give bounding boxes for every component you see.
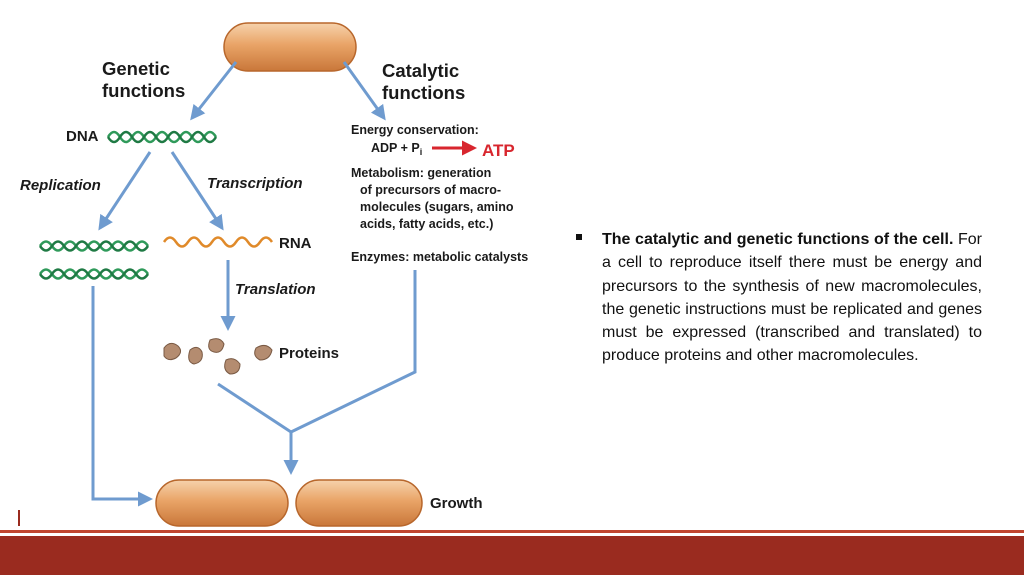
arrow-replication-to-growth <box>91 286 153 507</box>
description-body: For a cell to reproduce itself there mus… <box>602 231 982 365</box>
parent-cell <box>223 22 357 72</box>
arrow-catalytic-merge <box>290 270 417 434</box>
proteins-label: Proteins <box>279 345 339 362</box>
proteins-icon <box>163 338 273 375</box>
enzymes-label: Enzymes: metabolic catalysts <box>351 250 528 264</box>
growth-label: Growth <box>430 495 483 512</box>
footer-bar <box>0 536 1024 575</box>
dna-helix-icon <box>106 130 218 144</box>
catalytic-functions-label: Catalytic functions <box>382 60 465 103</box>
rna-label: RNA <box>279 235 312 252</box>
arrow-replication <box>98 151 152 231</box>
arrow-to-genetic <box>190 61 238 121</box>
arrow-transcription <box>170 151 224 231</box>
adp-pi-label: ADP + Pi <box>371 141 422 157</box>
translation-label: Translation <box>235 281 316 298</box>
metabolism-label: Metabolism: generation of precursors of … <box>351 166 517 231</box>
arrow-proteins-merge <box>217 382 292 434</box>
dna-label: DNA <box>66 128 99 145</box>
description-text: The catalytic and genetic functions of t… <box>578 228 982 368</box>
atp-label: ATP <box>482 141 515 160</box>
rna-strand-icon <box>162 236 274 248</box>
arrow-to-catalytic <box>342 61 386 121</box>
daughter-cell-left <box>155 479 289 527</box>
daughter-cell-right <box>295 479 423 527</box>
transcription-label: Transcription <box>207 175 303 192</box>
replicated-dna-icon <box>38 240 150 280</box>
genetic-functions-label: Genetic functions <box>102 58 185 101</box>
bullet-marker <box>576 234 582 240</box>
energy-conservation-label: Energy conservation: <box>351 123 479 137</box>
cell-functions-diagram: Genetic functions Catalytic functions DN… <box>20 22 528 527</box>
replication-label: Replication <box>20 177 101 194</box>
description-bold-lead: The catalytic and genetic functions of t… <box>602 231 954 248</box>
footer-accent-line <box>0 530 1024 533</box>
slide-side-tick <box>18 510 20 526</box>
